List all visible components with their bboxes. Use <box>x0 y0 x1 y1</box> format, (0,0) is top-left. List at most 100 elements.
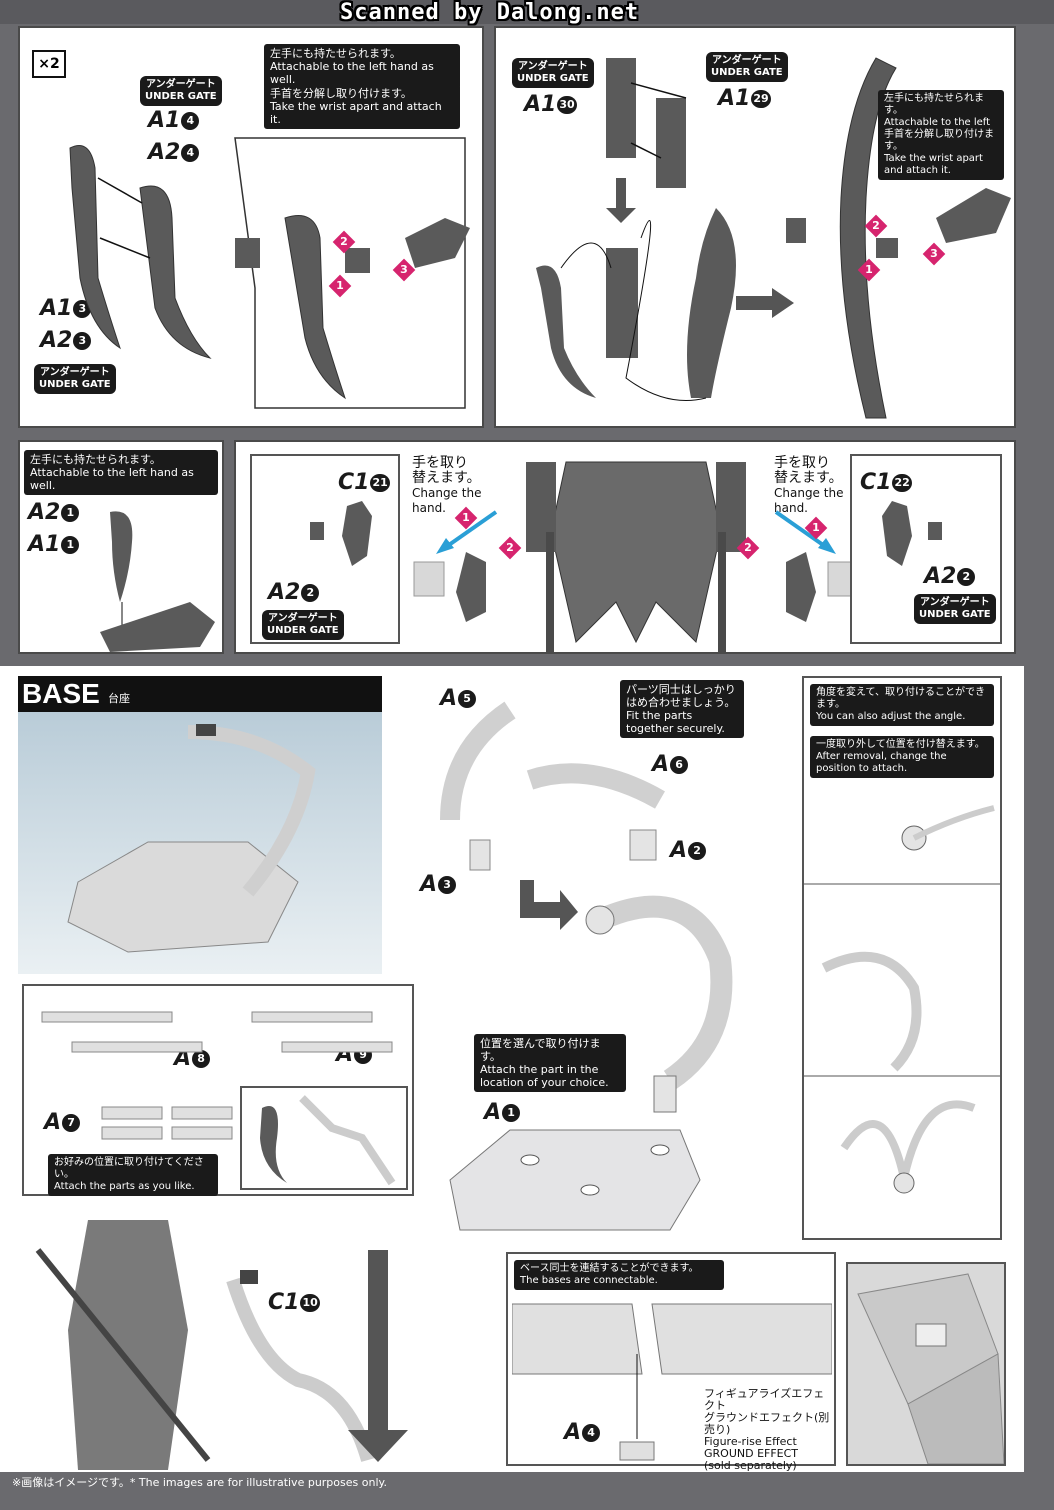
note-jp: 左手にも持たせられます。 <box>884 93 984 116</box>
blade-on-peg-illustration <box>260 1095 396 1186</box>
note-en: Take the wrist apart and attach it. <box>884 153 983 176</box>
step-number: 3 <box>400 263 408 276</box>
callout-change-position: 一度取り外して位置を付け替えます。 After removal, change … <box>810 736 994 778</box>
hand-parts-illustration <box>882 501 942 566</box>
gate-jp: アンダーゲート <box>518 61 588 72</box>
note-en: The bases are connectable. <box>520 1275 658 1286</box>
small-blade-hand-illustration <box>100 511 215 652</box>
two-bases-illustration <box>512 1303 832 1461</box>
part-letter: A <box>564 1420 582 1445</box>
gate-jp: アンダーゲート <box>40 367 110 378</box>
note-jp: 手首を分解し取り付けます。 <box>884 129 994 152</box>
text-en: hand. <box>774 501 808 515</box>
base-photo <box>18 712 382 974</box>
part-number: 1 <box>61 503 80 522</box>
callout-adjust-angle: 角度を変えて、取り付けることができます。 You can also adjust… <box>810 684 994 726</box>
part-letter: A1 <box>524 92 557 117</box>
part-letter: A1 <box>28 532 61 557</box>
hand-peg-inset <box>240 1086 408 1190</box>
note-en: Attach the part in the location of your … <box>480 1063 609 1089</box>
text-en: Change the <box>412 486 482 500</box>
part-number: 2 <box>301 583 320 602</box>
long-sword-illustration <box>839 57 897 419</box>
part-number: 3 <box>438 875 457 894</box>
text-en: Change the <box>774 486 844 500</box>
arm-parts-illustration <box>440 701 665 871</box>
watermark: Scanned by Dalong.net <box>340 0 640 25</box>
page-header: Scanned by Dalong.net <box>0 0 1054 25</box>
under-gate-label: アンダーゲート UNDER GATE <box>512 58 594 88</box>
under-gate-label: アンダーゲート UNDER GATE <box>34 364 116 394</box>
step-marker: 1 <box>804 516 828 540</box>
gate-en: UNDER GATE <box>145 91 217 102</box>
part-number: 29 <box>751 89 771 108</box>
step-marker: 2 <box>332 230 356 254</box>
gate-en: UNDER GATE <box>267 625 339 636</box>
part-letter: A <box>44 1110 62 1135</box>
step-number: 2 <box>872 219 880 232</box>
step-number: 2 <box>340 235 348 248</box>
step-panel-3: 左手にも持たせられます。 Attachable to the left hand… <box>18 440 224 654</box>
text-jp: 手を取り <box>412 455 468 471</box>
part-number: 3 <box>73 331 92 350</box>
sword-assembly-illustration <box>536 58 736 401</box>
part-letter: A2 <box>40 328 73 353</box>
change-hand-text-left: 手を取り 替えます。 Change the hand. <box>412 456 481 516</box>
part-letter: A <box>484 1100 502 1125</box>
part-letter: A2 <box>924 564 957 589</box>
text-jp: 替えます。 <box>412 470 481 486</box>
connected-bases-illustration <box>857 1273 1005 1465</box>
step-number: 1 <box>865 263 873 276</box>
step-marker: 1 <box>454 506 478 530</box>
part-letter: A1 <box>148 108 181 133</box>
part-number: 2 <box>957 567 976 586</box>
step-marker: 2 <box>498 536 522 560</box>
part-number: 1 <box>502 1103 521 1122</box>
ground-effect-note: フィギュアライズエフェクト グラウンドエフェクト(別売り) Figure-ris… <box>704 1388 834 1472</box>
callout-wrist: 手首を分解し取り付けます。 Take the wrist apart and a… <box>878 126 1004 180</box>
arrow-down-right-icon <box>520 880 578 930</box>
note-jp: パーツ同士はしっかり はめ合わせましょう。 <box>626 683 736 709</box>
note-en: Attach the parts as you like. <box>54 1181 195 1192</box>
note-en: Attachable to the left hand as well. <box>30 466 194 492</box>
change-hand-text-right: 手を取り 替えます。 Change the hand. <box>774 456 843 516</box>
text-jp: フィギュアライズエフェクト <box>704 1387 825 1412</box>
under-gate-label: アンダーゲート UNDER GATE <box>914 594 996 624</box>
part-number: 2 <box>688 841 707 860</box>
step-number: 2 <box>506 541 514 554</box>
note-jp: お好みの位置に取り付けてください。 <box>54 1157 204 1180</box>
part-letter: A1 <box>40 296 73 321</box>
part-number: 30 <box>557 95 577 114</box>
hand-swap-left-illustration <box>413 510 498 622</box>
hand-assembly-illustration <box>786 188 1011 258</box>
part-number: 7 <box>62 1113 81 1132</box>
figure-torso-illustration <box>526 461 746 652</box>
note-en: Attachable to the left hand as well. <box>270 60 434 86</box>
part-letter: A <box>420 872 438 897</box>
step-marker: 2 <box>736 536 760 560</box>
part-letter: A2 <box>28 500 61 525</box>
note-jp: 位置を選んで取り付けます。 <box>480 1037 601 1063</box>
step-number: 1 <box>462 511 470 524</box>
hexagon-base-illustration <box>449 1129 701 1231</box>
connected-bases-photo <box>846 1262 1006 1466</box>
note-en: Take the wrist apart and attach it. <box>270 100 442 126</box>
part-number: 10 <box>300 1293 320 1312</box>
angle-diagrams-illustration <box>804 805 1000 1194</box>
assembled-arm-illustration <box>585 895 733 1113</box>
